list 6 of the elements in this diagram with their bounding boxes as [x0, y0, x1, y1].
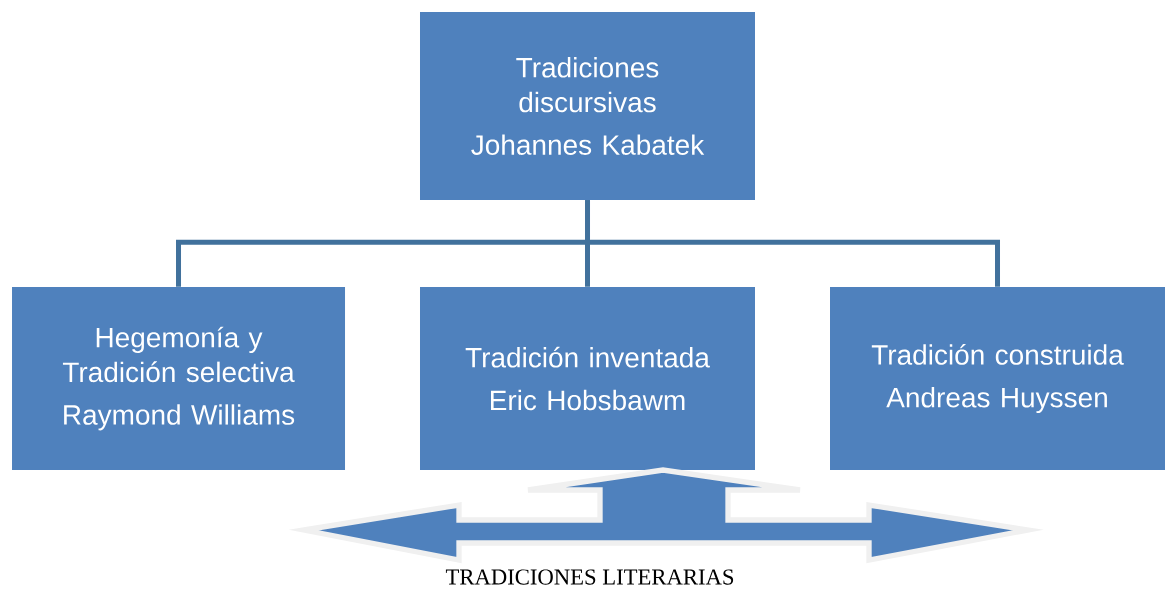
text-box: Tradiciones discursivas Johannes Kabatek: [420, 12, 755, 200]
text-box: Hegemonía y Tradición selectiva Raymond Williams: [12, 287, 345, 470]
text-box: Tradición construida Andreas Huyssen: [830, 287, 1165, 470]
node-label: TRADICIONES LITERARIAS: [445, 569, 734, 585]
connector: [585, 200, 1000, 287]
text-box: Tradición inventada Eric Hobsbawm: [420, 287, 755, 470]
